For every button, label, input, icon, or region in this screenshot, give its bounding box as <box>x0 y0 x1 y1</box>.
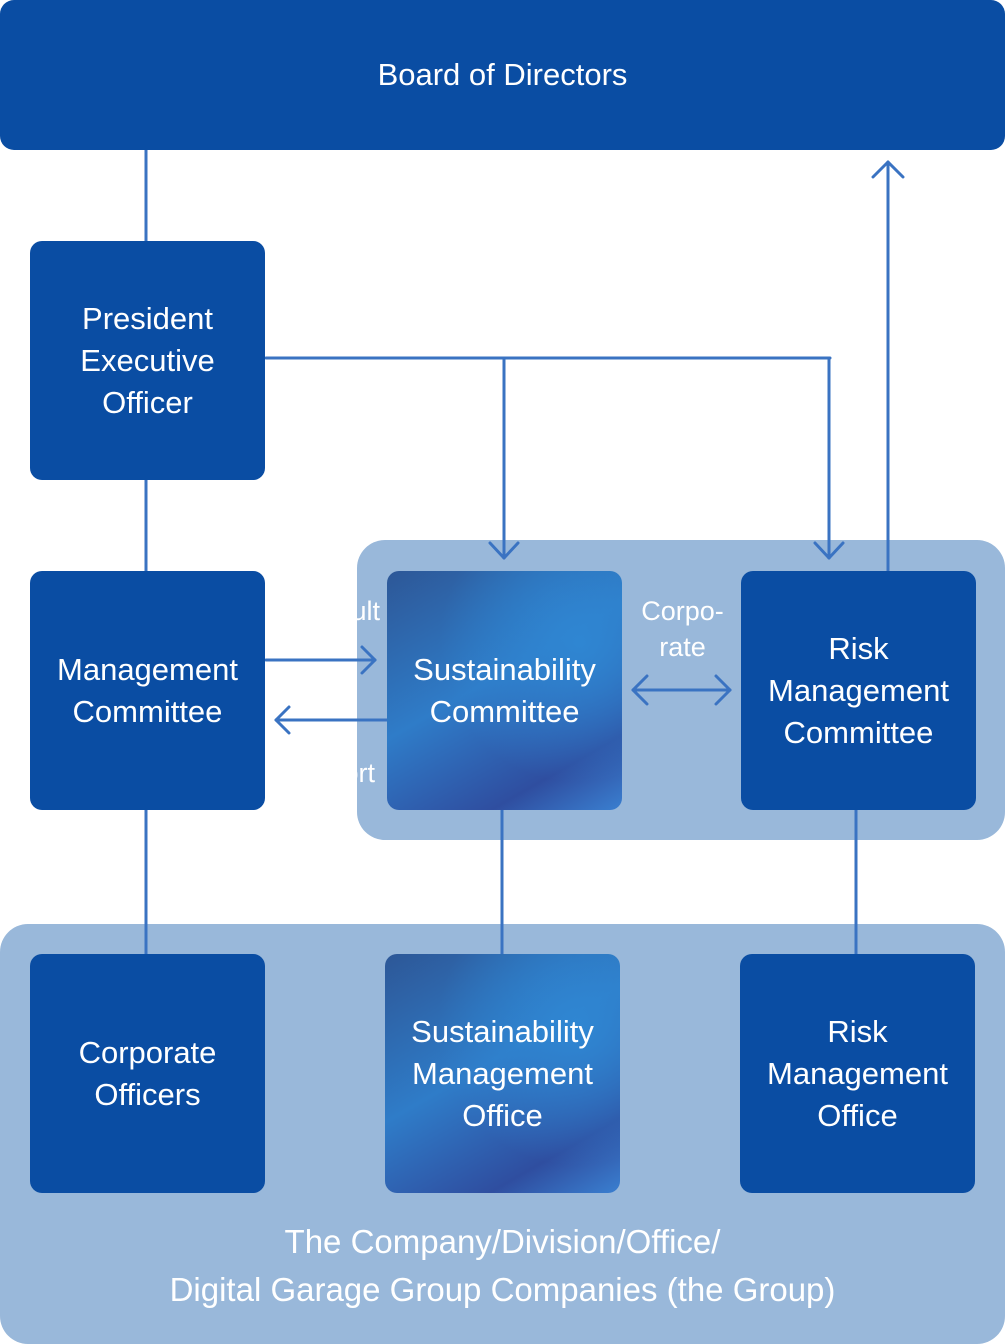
sustainability-management-office-box: Sustainability Management Office <box>385 954 620 1193</box>
corporate-officers-label: Corporate Officers <box>78 1034 217 1112</box>
risk-management-office-label: Risk Management Office <box>767 1013 948 1133</box>
to-risk-arrowhead <box>813 541 845 560</box>
to-sustainability-arrowhead <box>488 541 520 560</box>
board-of-directors-label: Board of Directors <box>377 57 628 92</box>
consult-label: Consult <box>288 596 380 626</box>
management-committee-box: Management Committee <box>30 571 265 810</box>
sustainability-committee-box: Sustainability Committee <box>387 571 622 810</box>
report-label: Report <box>293 758 375 788</box>
bidirectional-right-arrowhead <box>714 674 732 706</box>
corporate-officers-box: Corporate Officers <box>30 954 265 1193</box>
risk-management-committee-label: Risk Management Committee <box>768 630 949 750</box>
risk-board-arrowhead <box>871 160 905 179</box>
report-arrowhead <box>274 705 291 735</box>
consult-arrowhead <box>360 645 377 675</box>
sustainability-committee-label: Sustainability Committee <box>413 651 596 729</box>
risk-management-committee-box: Risk Management Committee <box>741 571 976 810</box>
president-label: President Executive Officer <box>80 300 215 420</box>
group-region-label: The Company/Division/Office/ Digital Gar… <box>169 1223 836 1308</box>
sustainability-management-office-label: Sustainability Management Office <box>411 1013 594 1133</box>
president-box: President Executive Officer <box>30 241 265 480</box>
corporate-label: Corpo- rate <box>641 596 724 662</box>
management-committee-label: Management Committee <box>57 651 238 729</box>
bidirectional-left-arrowhead <box>631 674 649 706</box>
board-of-directors-box: Board of Directors <box>0 0 1005 150</box>
risk-management-office-box: Risk Management Office <box>740 954 975 1193</box>
